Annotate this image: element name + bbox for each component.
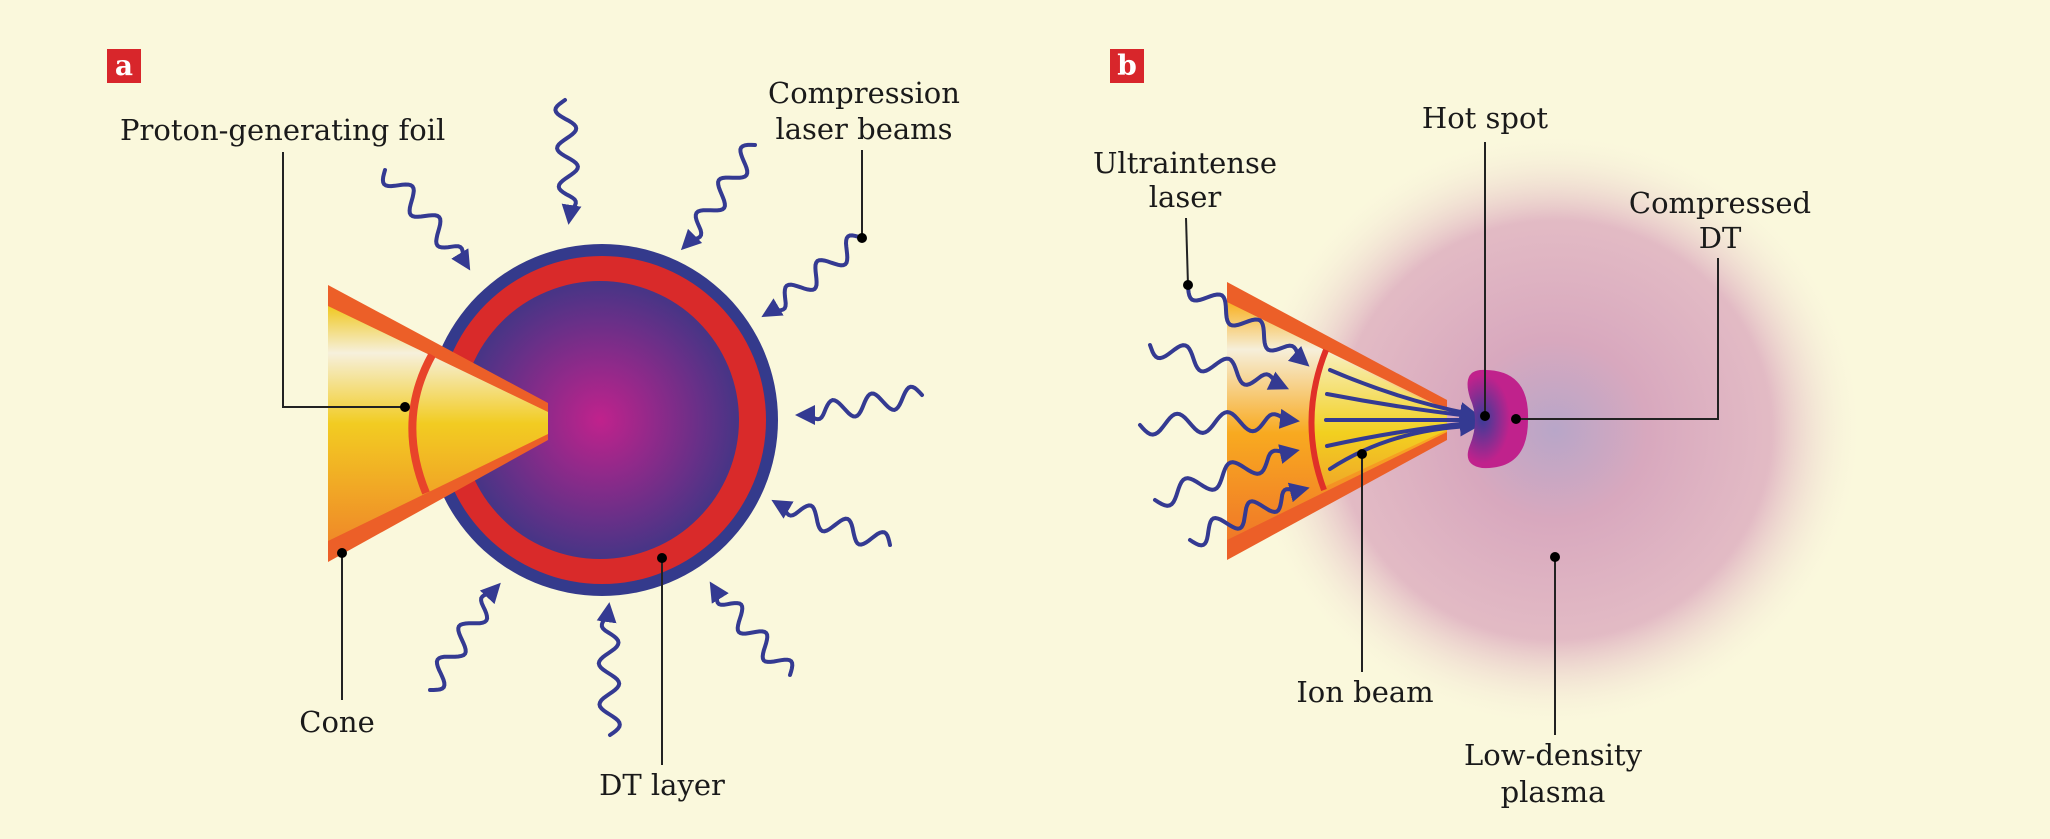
ion-beam (1324, 368, 1480, 471)
label-ultraintense-1: Ultraintense (1093, 146, 1277, 180)
laser-beams-b (1138, 283, 1310, 548)
wavy-arrow (1148, 343, 1290, 390)
wavy-arrow (771, 499, 892, 547)
fuel-core (461, 281, 739, 559)
beams-dot (857, 233, 867, 243)
panel-b: b Ultraintense laser Hot spot Compressed… (1093, 49, 1865, 809)
label-dt-layer: DT layer (599, 768, 725, 802)
dt-layer-dot (657, 553, 667, 563)
foil-dot (400, 402, 410, 412)
label-beams-1: Compression (768, 76, 960, 110)
cone-dot (337, 548, 347, 558)
cone-a (328, 285, 548, 562)
wavy-arrow (1186, 283, 1310, 367)
hot-spot-dot (1480, 411, 1490, 421)
foil-b (1308, 348, 1329, 492)
wavy-arrow (596, 602, 622, 737)
capsule (426, 244, 778, 596)
hot-spot (1467, 369, 1529, 469)
label-plasma-1: Low-density (1464, 738, 1643, 772)
label-compressed-2: DT (1699, 221, 1742, 255)
panel-a-tag: a (115, 49, 133, 82)
label-cone: Cone (299, 705, 375, 739)
label-plasma-2: plasma (1501, 775, 1606, 809)
laser-dot (1183, 280, 1193, 290)
label-beams-2: laser beams (775, 112, 952, 146)
label-proton-foil: Proton-generating foil (120, 113, 445, 147)
laser-beams-a (380, 98, 924, 737)
compressed-dt-dot (1511, 414, 1521, 424)
panel-a: a Proton-generating foil Compression las… (107, 49, 960, 802)
panel-b-tag-box (1110, 49, 1144, 83)
wavy-arrow (1138, 408, 1300, 437)
wavy-arrow (761, 233, 864, 318)
plasma-dot (1550, 552, 1560, 562)
label-ultraintense-2: laser (1149, 180, 1222, 214)
label-compressed-1: Compressed (1629, 186, 1811, 220)
label-ion-beam: Ion beam (1296, 675, 1433, 709)
wavy-arrow (553, 98, 582, 225)
label-hot-spot: Hot spot (1422, 101, 1549, 135)
wavy-arrow (1153, 444, 1300, 508)
wavy-arrow (680, 142, 757, 251)
ion-beam-dot (1357, 449, 1367, 459)
panel-b-tag: b (1117, 49, 1137, 82)
wavy-arrow (1188, 482, 1310, 548)
wavy-arrow (428, 582, 501, 692)
proton-foil (408, 353, 436, 495)
wavy-arrow (795, 384, 924, 425)
wavy-arrow (380, 168, 471, 271)
panel-a-tag-box (107, 49, 141, 83)
low-density-plasma (1245, 130, 1865, 730)
wavy-arrow (709, 581, 795, 677)
